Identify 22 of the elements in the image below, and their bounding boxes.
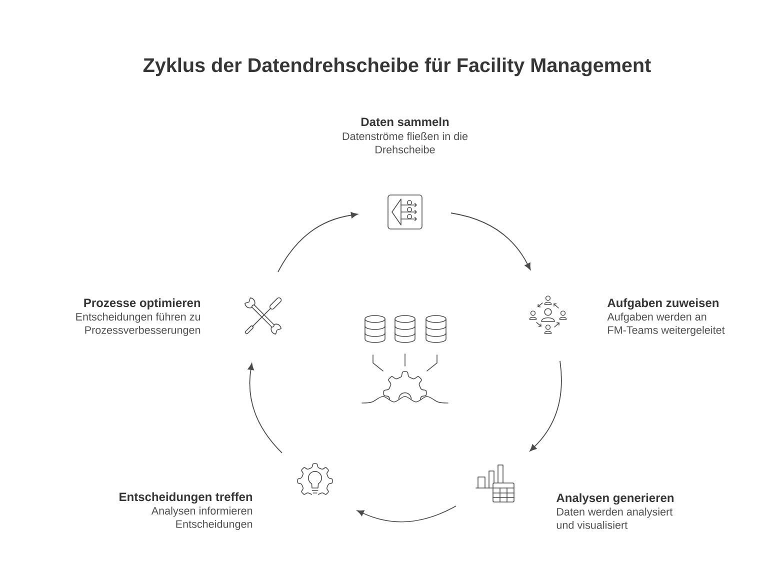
step-description: Entscheidungen führen zu Prozessverbesserungen bbox=[76, 312, 200, 336]
step-description: Datenströme fließen in die Drehscheibe bbox=[342, 132, 468, 154]
databases-gear-illustration bbox=[362, 315, 448, 404]
step-heading: Prozesse optimieren bbox=[84, 298, 200, 310]
arrow bbox=[530, 360, 562, 452]
wrench-screwdriver-icon bbox=[244, 297, 282, 334]
lightbulb-gear-icon bbox=[297, 463, 333, 495]
arrow bbox=[248, 363, 282, 454]
arrow bbox=[278, 212, 358, 272]
split-arrows-icon bbox=[388, 194, 422, 230]
arrow bbox=[450, 212, 531, 270]
arrow bbox=[357, 506, 456, 522]
people-arrows-icon bbox=[529, 296, 567, 334]
step-description: Daten werden analysiert und visualisiert bbox=[556, 508, 673, 529]
step-heading: Entscheidungen treffen bbox=[120, 492, 252, 504]
step-heading: Daten sammeln bbox=[361, 117, 449, 126]
title: Zyklus der Datendrehscheibe für Facility Management bbox=[143, 58, 651, 76]
step-heading: Aufgaben zuweisen bbox=[608, 298, 718, 310]
chart-table-icon bbox=[476, 464, 514, 502]
step-description: Aufgaben werden an FM-Teams weitergeleitet bbox=[607, 312, 725, 336]
step-heading: Analysen generieren bbox=[556, 493, 674, 505]
step-description: Analysen informieren Entscheidungen bbox=[151, 506, 252, 530]
